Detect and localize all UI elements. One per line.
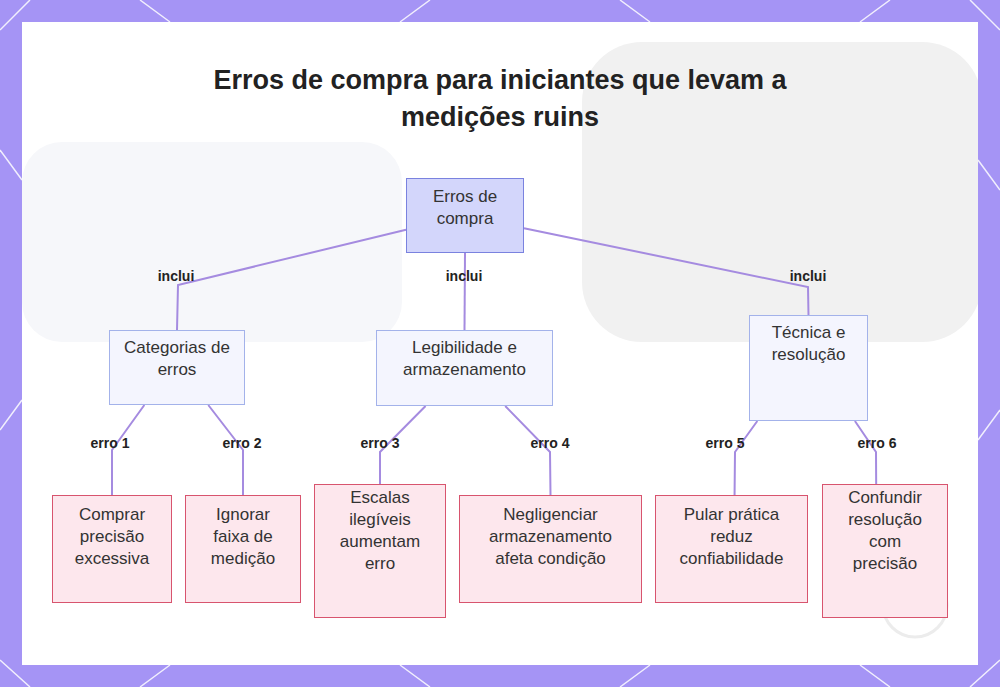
node-label: Legibilidade e armazenamento [389, 337, 540, 381]
edge-label: inclui [790, 268, 827, 284]
node-label: Ignorar faixa de medição [200, 504, 286, 570]
error-box: Ignorar faixa de medição [185, 495, 301, 603]
root-box: Erros de compra [406, 178, 524, 253]
node-label: Técnica e resolução [760, 322, 857, 366]
error-box: Pular prática reduz confiabilidade [655, 495, 808, 603]
connector-line [735, 421, 758, 495]
edge-label: erro 5 [706, 435, 745, 451]
error-box: Negligenciar armazenamento afeta condiçã… [459, 495, 642, 603]
connector-line [177, 230, 406, 330]
node-label: Comprar precisão excessiva [63, 504, 161, 570]
error-box: Escalas ilegíveis aumentam erro [314, 484, 446, 618]
category-box: Categorias de erros [109, 330, 245, 405]
background-blob [22, 142, 402, 342]
edge-label: erro 6 [858, 435, 897, 451]
node-label: Categorias de erros [124, 337, 230, 381]
edge-label: inclui [158, 268, 195, 284]
node-label: Confundir resolução com precisão [837, 487, 933, 575]
node-label: Erros de compra [417, 186, 513, 230]
connector-line [855, 421, 876, 484]
category-box: Legibilidade e armazenamento [376, 330, 553, 406]
node-label: Escalas ilegíveis aumentam erro [333, 487, 427, 575]
edge-label: inclui [446, 268, 483, 284]
node-label: Negligenciar armazenamento afeta condiçã… [480, 504, 621, 570]
connector-line [524, 228, 809, 315]
edge-label: erro 3 [361, 435, 400, 451]
connector-line [464, 253, 467, 330]
edge-label: erro 2 [223, 435, 262, 451]
error-box: Confundir resolução com precisão [822, 484, 948, 618]
category-box: Técnica e resolução [749, 315, 868, 421]
error-box: Comprar precisão excessiva [52, 495, 172, 603]
edge-label: erro 4 [531, 435, 570, 451]
node-label: Pular prática reduz confiabilidade [672, 504, 791, 570]
diagram-title: Erros de compra para iniciantes que leva… [150, 62, 850, 136]
edge-label: erro 1 [91, 435, 130, 451]
